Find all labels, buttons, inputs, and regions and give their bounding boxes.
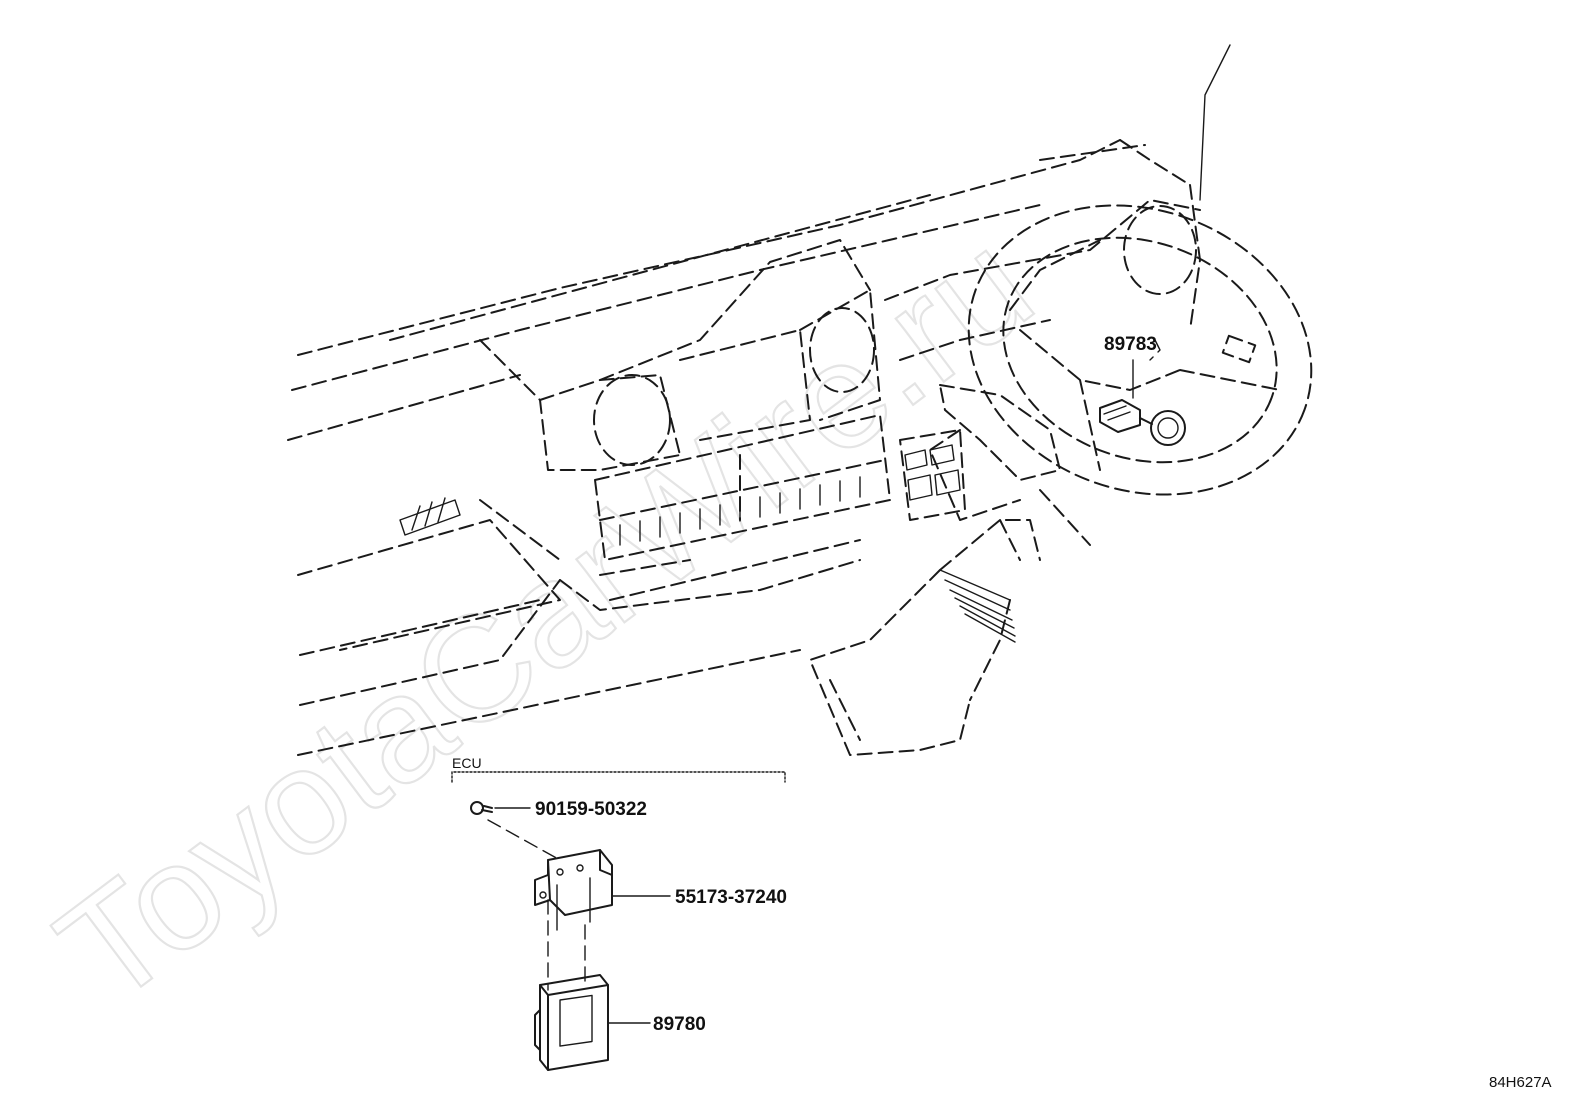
ecu-group-label: ECU: [452, 755, 482, 771]
ecu-group-bracket: [451, 771, 786, 783]
part-number-55173-37240: 55173-37240: [675, 887, 787, 908]
steering-column: [809, 384, 1091, 756]
ecu-module-part: [534, 974, 651, 1071]
part-number-90159-50322: 90159-50322: [535, 799, 647, 820]
steering-wheel: [967, 204, 1313, 496]
screw-part: [470, 801, 531, 815]
dashboard-outline: [287, 44, 1231, 756]
screw-guide-line: [487, 819, 561, 861]
transponder-key-part: [1099, 339, 1186, 446]
part-number-89783: 89783: [1104, 334, 1157, 355]
bracket-guide-lines: [547, 899, 586, 991]
drawing-reference-code: 84H627A: [1489, 1074, 1552, 1091]
part-number-89780: 89780: [653, 1014, 706, 1035]
mounting-bracket-part: [534, 849, 671, 931]
